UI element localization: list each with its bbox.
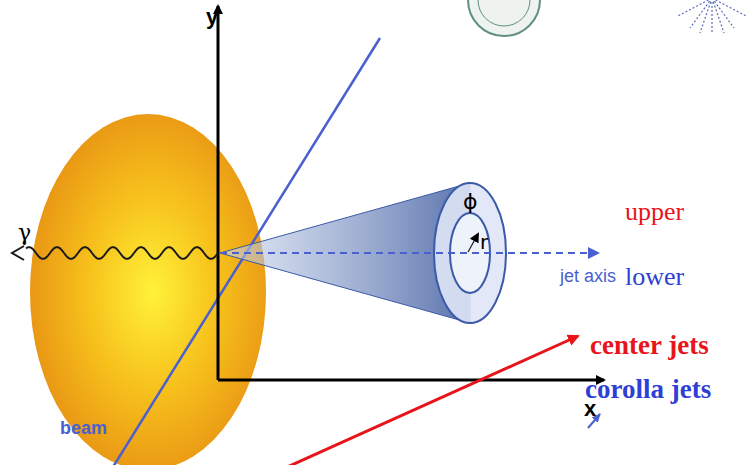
axis-label: y xyxy=(206,4,218,30)
jet-class-label: center jets xyxy=(590,330,709,361)
starburst-logo xyxy=(678,0,746,34)
radius-arrow xyxy=(468,234,478,252)
region-label: upper xyxy=(625,197,684,227)
center-pointer-arrow xyxy=(285,336,578,465)
angle-label: ϕ xyxy=(463,189,478,214)
axis-label: jet axis xyxy=(560,266,616,287)
jet-class-label: corolla jets xyxy=(585,374,711,405)
cone-inner-ring xyxy=(450,213,490,293)
radius-label: r xyxy=(480,230,488,254)
photon-arrowhead xyxy=(12,246,24,260)
beam-label: beam xyxy=(60,418,107,439)
region-label: lower xyxy=(625,262,684,292)
x-axis xyxy=(218,379,604,382)
photon-label: γ xyxy=(18,220,31,245)
photon-wave xyxy=(26,247,218,259)
logo-seal xyxy=(468,0,540,36)
cone-outer-ring xyxy=(434,183,506,323)
y-axis xyxy=(217,6,220,380)
jet-axis-line xyxy=(220,252,598,254)
